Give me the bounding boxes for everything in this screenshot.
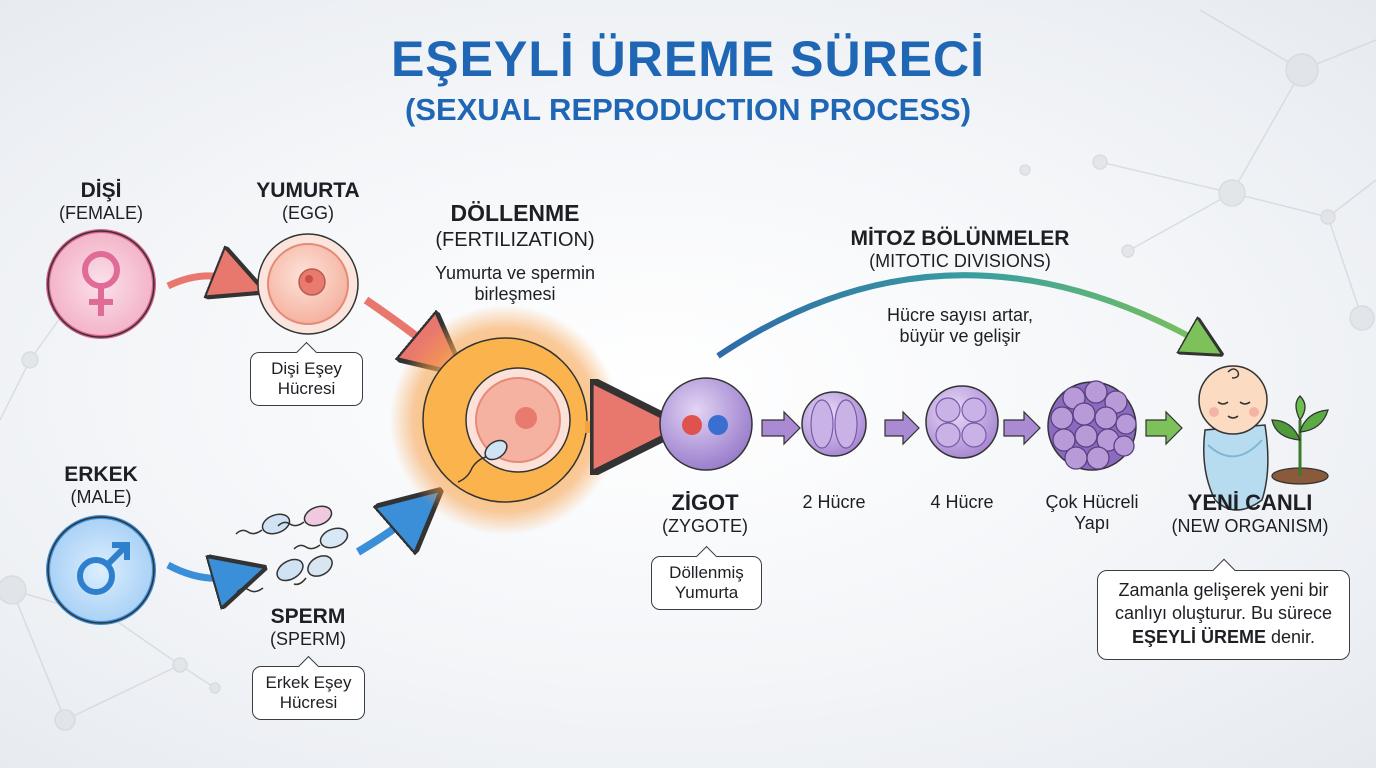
sperm-group-icon — [235, 505, 349, 593]
egg-title: YUMURTA — [256, 179, 360, 202]
sperm-callout-line1: Erkek Eşey — [265, 673, 352, 692]
arrow-zygote-2cell — [761, 410, 801, 446]
mitosis-title: MİTOZ BÖLÜNMELER — [850, 227, 1070, 250]
zygote-title: ZİGOT — [671, 490, 739, 515]
fertilization-title: DÖLLENME — [450, 200, 580, 226]
baby-icon — [1198, 365, 1269, 511]
fertilization-desc-line2: birleşmesi — [474, 283, 556, 304]
multi-cell-label-line2: Yapı — [1074, 512, 1110, 533]
plant-icon — [1271, 395, 1329, 485]
egg-callout-line2: Hücresi — [277, 379, 336, 399]
fertilization-desc-line1: Yumurta ve spermin — [434, 263, 596, 283]
four-cell-icon — [925, 385, 999, 459]
multi-cell-label: Çok Hücreli Yapı — [1032, 492, 1152, 533]
two-cell-icon — [801, 391, 867, 457]
zygote-callout: Döllenmiş Yumurta — [651, 556, 762, 610]
egg-label: YUMURTA (EGG) — [238, 178, 378, 225]
mitosis-label: MİTOZ BÖLÜNMELER (MITOTIC DIVISIONS) — [820, 226, 1100, 273]
organism-callout-bold: EŞEYLİ ÜREME — [1131, 626, 1266, 647]
morula-icon — [1047, 380, 1137, 471]
male-title: ERKEK — [64, 463, 138, 486]
sperm-callout: Erkek Eşey Hücresi — [252, 666, 365, 720]
egg-callout-line1: Dişi Eşey — [271, 359, 342, 378]
egg-subtitle: (EGG) — [282, 203, 334, 224]
zygote-icon — [659, 377, 753, 471]
organism-title: YENİ CANLI — [1187, 490, 1313, 515]
female-subtitle: (FEMALE) — [58, 203, 143, 224]
organism-callout-end: denir. — [1265, 626, 1316, 647]
fertilization-icon — [390, 305, 620, 535]
organism-callout-line2: canlıyı oluşturur. Bu sürece — [1114, 603, 1333, 624]
sperm-callout-line2: Hücresi — [279, 693, 338, 713]
mitosis-arc-arrow — [716, 272, 1205, 359]
organism-label: YENİ CANLI (NEW ORGANISM) — [1150, 490, 1350, 538]
female-title: DİŞİ — [80, 179, 122, 202]
two-cell-label: 2 Hücre — [802, 492, 866, 512]
zygote-callout-line1: Döllenmiş — [669, 563, 744, 582]
female-symbol-icon — [46, 229, 156, 339]
zygote-label: ZİGOT (ZYGOTE) — [640, 490, 770, 538]
arrow-4cell-multi — [1003, 410, 1041, 446]
fertilization-subtitle: (FERTILIZATION) — [435, 228, 595, 251]
female-label: DİŞİ (FEMALE) — [41, 178, 161, 225]
mitosis-description: Hücre sayısı artar, büyür ve gelişir — [840, 305, 1080, 346]
male-subtitle: (MALE) — [70, 487, 132, 508]
fertilization-label: DÖLLENME (FERTILIZATION) — [405, 200, 625, 252]
organism-subtitle: (NEW ORGANISM) — [1171, 516, 1329, 537]
organism-callout: Zamanla gelişerek yeni bir canlıyı oluşt… — [1097, 570, 1350, 660]
four-cell-label: 4 Hücre — [930, 492, 994, 512]
organism-callout-line3: EŞEYLİ ÜREME denir. — [1108, 626, 1339, 649]
arrow-female-egg — [166, 276, 240, 286]
arrow-sperm-fertilization — [355, 510, 418, 556]
sperm-subtitle: (SPERM) — [270, 629, 346, 650]
zygote-subtitle: (ZYGOTE) — [662, 516, 748, 537]
organism-callout-line1: Zamanla gelişerek yeni bir — [1118, 580, 1329, 600]
arrow-male-sperm — [166, 565, 240, 578]
sperm-label: SPERM (SPERM) — [238, 604, 378, 651]
page-title: EŞEYLİ ÜREME SÜRECİ — [390, 31, 986, 87]
zygote-callout-line2: Yumurta — [674, 583, 739, 603]
male-label: ERKEK (MALE) — [41, 462, 161, 509]
arrow-2cell-4cell — [884, 410, 920, 446]
multi-cell-label-line1: Çok Hücreli — [1045, 492, 1139, 512]
male-symbol-icon — [46, 515, 156, 625]
background-network — [0, 9, 1376, 731]
egg-callout: Dişi Eşey Hücresi — [250, 352, 363, 406]
arrow-multi-organism — [1145, 410, 1183, 446]
page-subtitle: (SEXUAL REPRODUCTION PROCESS) — [404, 92, 972, 127]
egg-icon — [257, 233, 359, 335]
mitosis-subtitle: (MITOTIC DIVISIONS) — [869, 251, 1051, 272]
sperm-title: SPERM — [270, 605, 346, 628]
mitosis-desc-line2: büyür ve gelişir — [899, 325, 1021, 346]
mitosis-desc-line1: Hücre sayısı artar, — [886, 305, 1034, 325]
fertilization-description: Yumurta ve spermin birleşmesi — [405, 263, 625, 304]
